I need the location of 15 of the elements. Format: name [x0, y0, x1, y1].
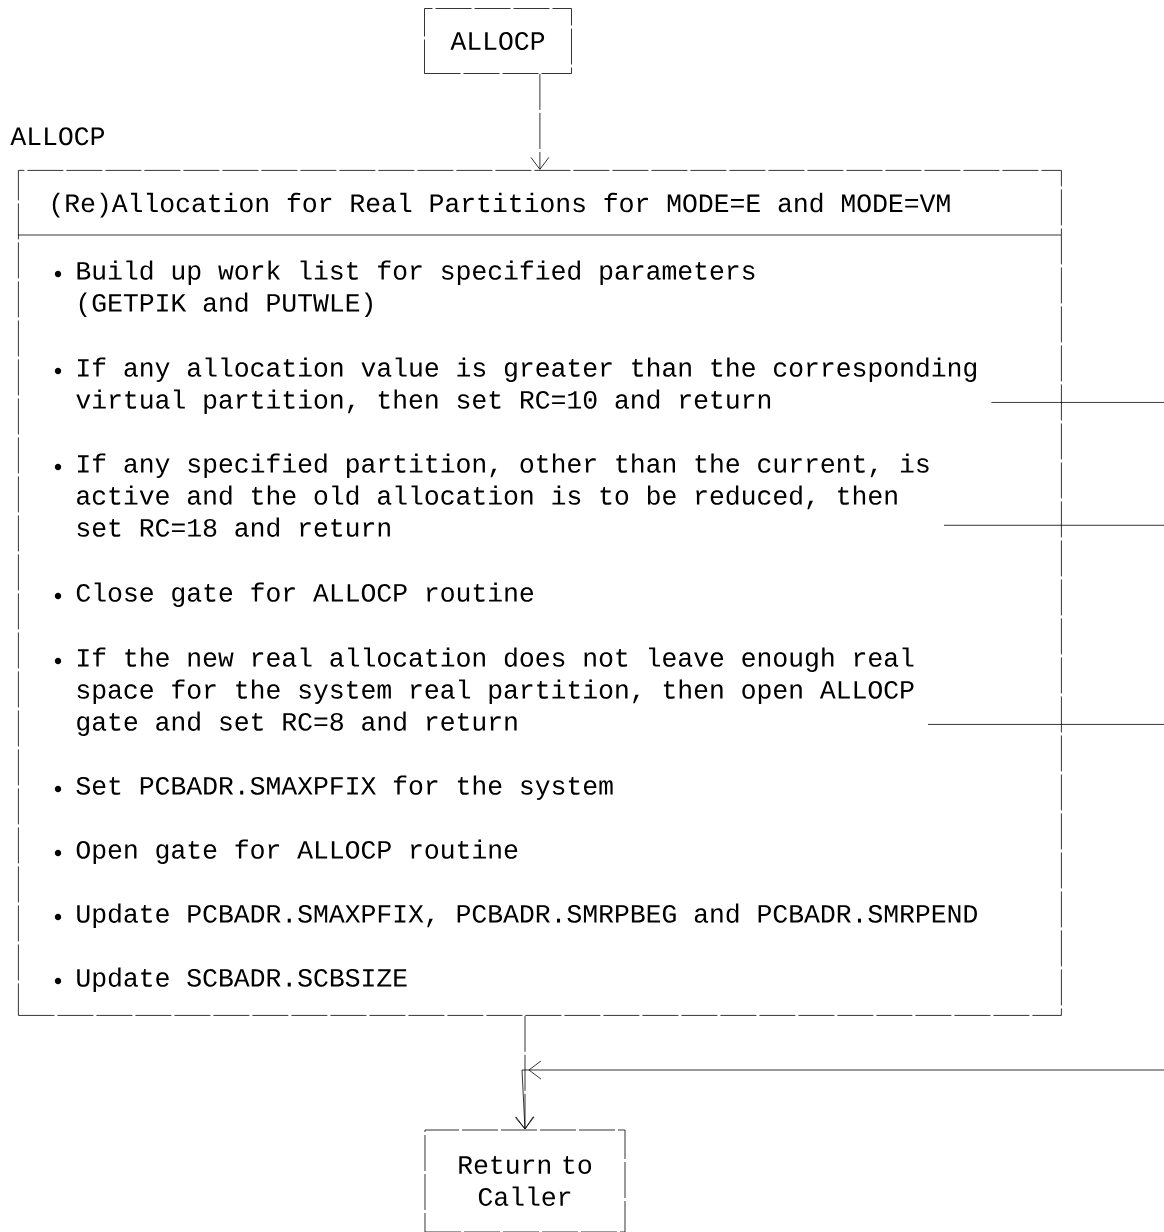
list-item: Build up work list for specified parameters (GETPIK and PUTWLE) — [77, 260, 755, 317]
arrow — [515, 1015, 535, 1130]
list-item: If any allocation value is greater than the corresponding virtual partition, then set RC=10 and return — [76, 357, 976, 415]
list-item: Open gate for ALLOCP routine — [76, 839, 518, 865]
list-item: Update SCBADR.SCBSIZE — [77, 967, 407, 993]
terminal-box: Return to Caller — [424, 1129, 626, 1232]
routine-label: ALLOCP — [10, 127, 105, 146]
list-item: Close gate for ALLOCP routine — [76, 582, 534, 607]
list-item: If the new real allocation does not leave enough real space for the system real partition, then open ALLOCP gate and set RC=8 and return — [77, 647, 914, 736]
list-item: Set PCBADR.SMAXPFIX for the system — [76, 775, 613, 801]
arrow — [514, 1060, 1164, 1130]
list-item: If any specified partition, other than the current, is active and the old allocation is to be reduced, then set RC=18 and return — [77, 453, 929, 537]
arrow — [530, 73, 550, 170]
list-item: Update PCBADR.SMAXPFIX, PCBADR.SMRPBEG and PCBADR.SMRPEND — [77, 903, 977, 929]
process-box: ALLOCP — [424, 8, 572, 74]
